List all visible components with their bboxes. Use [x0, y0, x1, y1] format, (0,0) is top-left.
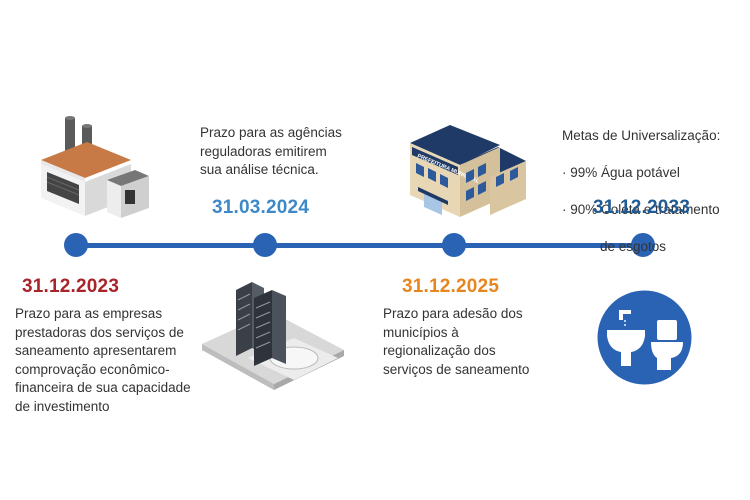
goal-water: · 99% Água potável: [562, 164, 680, 180]
city-hall-icon: PREFEITURA MUNICIPAL: [402, 113, 528, 223]
milestone-goals-2033: Metas de Universalização: · 99% Água pot…: [562, 108, 747, 275]
milestone-date-2024: 31.03.2024: [212, 197, 310, 218]
timeline-line: [76, 243, 644, 248]
goal-sewage: · 90% Coleta e tratamento: [562, 201, 720, 217]
milestone-date-2033: 31.12.2033: [593, 197, 691, 218]
milestone-text-2024: Prazo para as agências reguladoras emiti…: [200, 125, 342, 177]
timeline-dot-2033: [631, 233, 655, 257]
milestone-date-2025: 31.12.2025: [402, 276, 500, 297]
timeline-dot-2023: [64, 233, 88, 257]
milestone-date-2023: 31.12.2023: [22, 276, 120, 297]
timeline-dot-2024: [253, 233, 277, 257]
goal-sewage-cont: de esgotos: [600, 238, 667, 254]
milestone-text-2025: Prazo para adesão dos municípios à regio…: [383, 306, 530, 377]
office-building-icon: [198, 278, 348, 418]
timeline-dot-2025: [442, 233, 466, 257]
factory-icon: [35, 112, 153, 222]
milestone-text-2023: Prazo para as empresas prestadoras dos s…: [15, 306, 191, 414]
sanitation-icon: [597, 290, 692, 385]
goals-title: Metas de Universalização:: [562, 127, 721, 143]
